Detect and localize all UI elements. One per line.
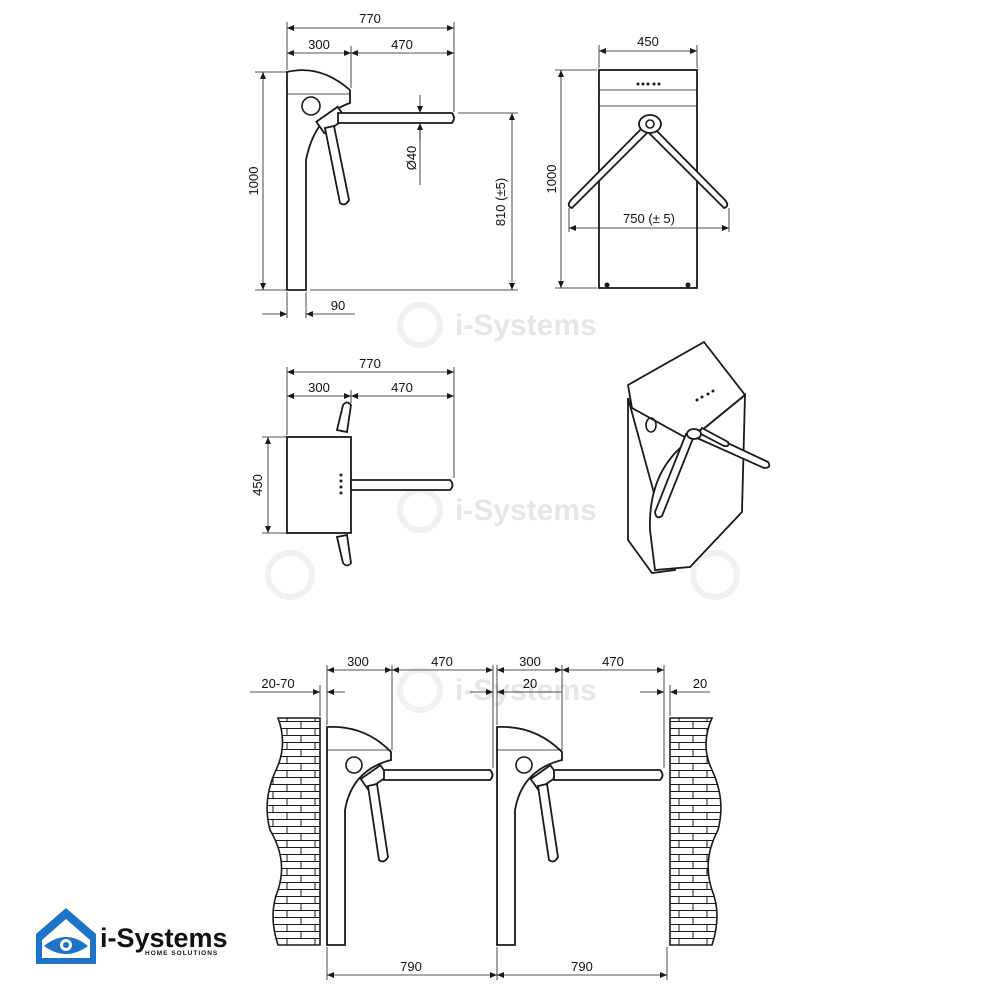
dim-left-wall-gap: 20-70 — [261, 676, 294, 691]
turnstile-unit-1 — [326, 726, 494, 946]
front-view: 450 1000 750 (± 5) — [544, 34, 730, 289]
right-wall — [669, 717, 722, 946]
side-view: 770 300 470 1000 Ø40 810 (±5) 90 — [246, 11, 518, 318]
front-right-arm — [642, 120, 729, 210]
iso-lower-arm — [654, 432, 696, 519]
turnstile-unit-2 — [496, 726, 664, 946]
front-indicator-lights — [636, 82, 661, 86]
watermark-text: i-Systems — [455, 674, 597, 707]
installation-view: 300 470 300 470 20-70 20 20 790 790 — [250, 654, 722, 980]
top-upper-arm — [335, 401, 352, 434]
dim-top-arm-reach: 470 — [391, 380, 413, 395]
watermark-text: i-Systems — [455, 494, 597, 527]
dim-unit1-body: 300 — [347, 654, 369, 669]
dim-passage-2: 790 — [571, 959, 593, 974]
dim-right-wall-gap: 20 — [693, 676, 707, 691]
watermark-text: i-Systems — [455, 309, 597, 342]
dim-height: 1000 — [246, 167, 261, 196]
brand-tagline: HOME SOLUTIONS — [145, 950, 218, 957]
top-view: 770 300 470 450 — [250, 356, 455, 567]
side-lock-icon — [301, 96, 321, 116]
brand-name: i-Systems — [100, 923, 228, 953]
iso-hub — [686, 428, 702, 440]
front-left-arm — [567, 120, 654, 210]
dim-front-height: 1000 — [544, 165, 559, 194]
dim-unit1-arm: 470 — [431, 654, 453, 669]
side-body-outline — [286, 69, 351, 291]
dim-arm-diameter: Ø40 — [404, 146, 419, 171]
isometric-view — [627, 340, 771, 574]
brand-logo: i-Systems HOME SOLUTIONS — [36, 908, 228, 964]
dim-arm-span: 750 (± 5) — [623, 211, 675, 226]
top-body-outline — [286, 436, 352, 534]
dim-overall-width: 770 — [359, 11, 381, 26]
dim-middle-gap: 20 — [523, 676, 537, 691]
dim-body-width: 300 — [308, 37, 330, 52]
dim-passage-1: 790 — [400, 959, 422, 974]
house-eye-logo-icon — [36, 908, 96, 964]
dim-unit2-body: 300 — [519, 654, 541, 669]
dim-arm-reach: 470 — [391, 37, 413, 52]
watermark: i-Systems i-Systems i-Systems — [265, 302, 740, 713]
dim-top-depth: 450 — [250, 474, 265, 496]
side-lower-arm — [323, 124, 350, 206]
top-indicator-lights — [339, 473, 343, 495]
front-hub — [638, 114, 662, 134]
dim-top-body-width: 300 — [308, 380, 330, 395]
top-horizontal-arm — [350, 479, 454, 491]
dim-unit2-arm: 470 — [602, 654, 624, 669]
iso-indicator-lights — [695, 389, 715, 402]
dim-arm-height: 810 (±5) — [493, 178, 508, 226]
dim-front-width: 450 — [637, 34, 659, 49]
dim-top-overall-width: 770 — [359, 356, 381, 371]
iso-lock-icon — [645, 417, 657, 433]
side-horizontal-arm — [337, 112, 455, 124]
front-body-outline — [598, 69, 698, 289]
left-wall — [266, 717, 321, 946]
top-lower-arm — [335, 533, 352, 567]
dim-base-offset: 90 — [331, 298, 345, 313]
